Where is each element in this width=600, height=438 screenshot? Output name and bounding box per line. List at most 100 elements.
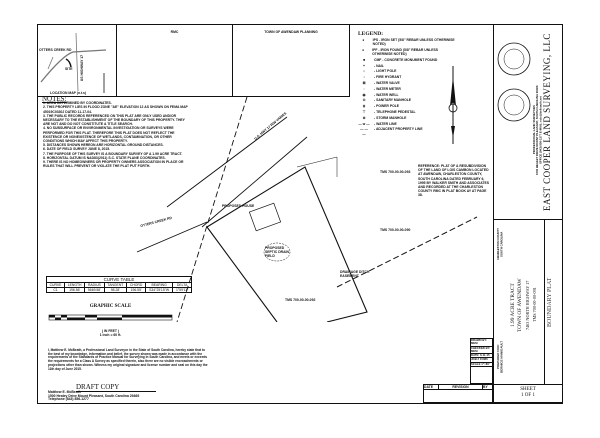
scale-bar <box>48 314 173 321</box>
drawn-block-field: DATE: 6-11-15 <box>471 353 492 359</box>
drawn-block-field: CHECKED BY: MEM <box>471 345 492 355</box>
plat-type: BOUNDARY PLAT <box>547 277 553 327</box>
road-label: US HIGHWAY 17 <box>80 55 84 82</box>
site-label: SITE <box>65 67 73 71</box>
project-block: CHARLESTON COUNTY SOUTH CAROLINA PREPARE… <box>493 219 563 385</box>
legend-item: — w — - WATER LINE <box>358 122 458 126</box>
note-item: 2. THIS PROPERTY LIES IN FLOOD ZONE "AE"… <box>43 105 188 114</box>
plat-drawing <box>136 97 478 322</box>
surveyor-phone: Telephone (843) 856-1277 <box>48 397 89 402</box>
legend-label: - TELEPHONE PEDESTAL <box>374 109 416 114</box>
legend-label: - WATER WELL <box>374 92 399 97</box>
curve-table-cell: 5669.58' <box>84 287 105 293</box>
legend-label: - NAIL <box>374 63 384 68</box>
legend-symbol-icon: ⊠ <box>362 80 366 85</box>
legend-item: + - NAIL <box>358 64 458 68</box>
project-address: 7463 NORTH HIGHWAY 17 <box>525 280 530 330</box>
easement-label: DRAINAGE DITCH EASEMENT <box>340 270 370 279</box>
legend-symbol-icon: + <box>363 63 365 68</box>
legend-label: - LIGHT POLE <box>374 69 397 74</box>
legend-symbol-icon: ɸ <box>362 104 366 109</box>
surveyor-seal-icons <box>497 42 531 122</box>
sheet-number: SHEET 1 OF 1 <box>493 384 563 403</box>
notes: NOTES: 1. AREA DETERMINED BY COORDINATES… <box>42 95 192 169</box>
legend-item: ⊤ - TELEPHONE PEDESTAL <box>358 110 458 114</box>
scale-ratio: 1 inch = 60 ft. <box>99 333 122 338</box>
legend-label: - ADJACENT PROPERTY LINE <box>374 127 423 132</box>
curve-table-cell: 1°59'11" <box>172 287 192 293</box>
legend-item: ɸ - POWER POLE <box>358 104 458 108</box>
surveyor-info: Matthew E. McBeath 1500 Healey Drive Mou… <box>48 390 208 402</box>
draft-copy-stamp: DRAFT COPY <box>76 383 156 392</box>
septic-field-label: PROPOSED SEPTIC DRAIN FIELD <box>265 246 289 259</box>
reference-note: REFERENCE: PLAT OF A RESUBDIVISION OF TH… <box>418 164 490 198</box>
county-label: CHARLESTON COUNTY SOUTH CAROLINA <box>496 222 504 267</box>
surveyor-certification: I, Matthew E. McBeath, a Professional La… <box>48 348 208 371</box>
legend-symbol-icon: ■ <box>362 57 366 62</box>
notes-title: NOTES: <box>42 95 67 103</box>
adjacent-parcel-label: TMS 700-00-00-093 <box>380 170 411 174</box>
legend-label: - WATER LINE <box>374 121 397 126</box>
legend-symbol-icon: ● <box>362 47 365 52</box>
surveyor-name: Matthew E. McBeath <box>48 390 81 394</box>
note-item: 4. NO SUBSURFACE OR ENVIRONMENTAL INVEST… <box>43 126 175 144</box>
location-map-drawing <box>40 32 107 93</box>
legend-item: ♁- FIRE HYDRANT <box>358 75 458 79</box>
planning-label: TOWN OF AWENDAW PLANNING <box>264 30 318 34</box>
legend-label: - POWER POLE <box>374 104 400 109</box>
legend-symbol-icon: ● <box>362 37 365 42</box>
client-name: BERNICE MANIGAULT <box>499 340 504 374</box>
note-item: 8. HORIZONTAL DATUM IS NAD83(2011) S.C. … <box>43 155 166 160</box>
sheet-count: 1 OF 1 <box>521 393 535 398</box>
planning-box: TOWN OF AWENDAW PLANNING <box>232 24 350 97</box>
company-sub: OFFICE (843) 856-1277 E-MAIL: ecls@bells… <box>538 96 543 164</box>
prepared-for: PREPARED FOR: BERNICE MANIGAULT <box>496 332 504 382</box>
legend-item: ⊠ - WATER VALVE <box>358 81 458 85</box>
location-map-title: LOCATION MAP (n.t.s) <box>50 91 87 95</box>
legend-label: CMF - CONCRETE MONUMENT FOUND <box>374 57 438 62</box>
rmc-label: RMC <box>170 30 179 34</box>
surveyor-address: 1500 Healey Drive Mount Pleasant, South … <box>48 393 140 398</box>
legend-symbol-icon: ⊙ <box>362 98 366 103</box>
legend-label: - STORM MANHOLE <box>374 115 407 120</box>
legend-title: LEGEND: <box>358 31 384 37</box>
legend-item: ⊙ - SANITARY MANHOLE <box>358 98 458 102</box>
project-title: 1.99 ACRE TRACT TOWN OF AWENDAW 7463 NOR… <box>510 230 538 380</box>
note-item: 6. DATE OF FIELD SURVEY JUNE 8, 2015. <box>43 147 111 152</box>
curve-table-cell: 196.55' <box>126 287 146 293</box>
drawn-block-field: SCALE 1"=60' <box>471 362 492 368</box>
legend-label: - SANITARY MANHOLE <box>374 98 412 103</box>
legend-symbol-icon: ☼ <box>362 69 366 74</box>
company-block: EAST COOPER LAND SURVEYING, LLC PROFESSI… <box>493 24 563 220</box>
drawn-block-field: JOB # 15086 <box>471 358 492 363</box>
north-arrow-icon <box>448 66 458 144</box>
curve-table-cell: C1 <box>45 287 66 293</box>
note-item: 5. DISTANCES SHOWN HEREON ARE HORIZONTAL… <box>43 143 164 148</box>
adjacent-parcel-label: TMS 700-00-00-092 <box>285 298 316 302</box>
legend: LEGEND: ● IPS - IRON SET (5/8" REBAR UNLE… <box>358 31 458 136</box>
revision-table: DATE REVISION BY <box>423 384 493 403</box>
note-item: 9. THERE IS NO HOMEOWNERS OR PROPERTY OW… <box>43 160 184 169</box>
drawn-block-field: DRAWN BY: MEM <box>471 338 492 347</box>
curve-table-header: TANGENT <box>103 282 128 288</box>
legend-symbol-icon: ⊤ <box>362 109 366 114</box>
legend-symbol-icon: ⊚ <box>362 115 366 120</box>
rmc-box: RMC <box>116 24 233 97</box>
note-item: 7. THE PURPOSE OF THIS SURVEY IS A BOUND… <box>43 151 183 156</box>
legend-label: IPS - IRON SET (5/8" REBAR UNLESS OTHERW… <box>372 37 455 46</box>
legend-symbol-icon: ♁ <box>362 75 366 80</box>
legend-label: - WATER VALVE <box>374 80 400 85</box>
legend-item: ▫- WATER METER <box>358 87 458 91</box>
legend-symbol-icon: ▫ <box>363 86 365 91</box>
legend-item: ◉- WATER WELL <box>358 93 458 97</box>
curve-table-cell: S34°25'15"W <box>144 287 174 293</box>
legend-item: ☼ - LIGHT POLE <box>358 69 458 73</box>
adjacent-parcel-label: TMS 700-00-00-090 <box>380 228 411 232</box>
note-item: 3. THE PUBLIC RECORDS REFERENCED ON THIS… <box>43 113 185 127</box>
proposed-house-label: PROPOSED HOUSE <box>222 204 255 208</box>
graphic-scale: GRAPHIC SCALE ( IN FEET ) 1 inch = 60 ft… <box>48 304 173 337</box>
legend-label: IPF - IRON FOUND (5/8" REBAR UNLESS OTHE… <box>372 47 439 56</box>
project-acreage: 1.99 ACRE TRACT <box>510 283 516 327</box>
legend-symbol-icon: — w — <box>358 121 370 126</box>
